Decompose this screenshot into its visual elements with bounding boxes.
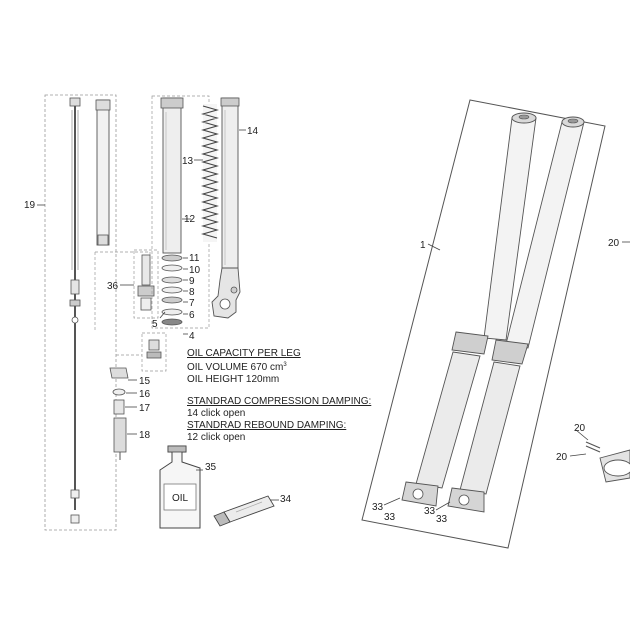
dashed-group-outline-19 — [44, 94, 117, 531]
callout-13: 13 — [182, 156, 194, 167]
callout-33c: 33 — [424, 506, 436, 517]
rebound-damping-title: STANDRAD REBOUND DAMPING: — [187, 420, 346, 431]
callout-12: 12 — [184, 214, 196, 225]
callout-34: 34 — [280, 494, 292, 505]
fork-pair-outline — [361, 99, 606, 549]
oil-bottle: OIL 35 — [159, 445, 217, 529]
callout-33a: 33 — [372, 502, 384, 513]
callout-20b: 20 — [574, 423, 586, 434]
callout-1: 1 — [420, 240, 426, 251]
cartridge-tube — [96, 99, 110, 246]
inner-slider-tube: 14 — [211, 97, 259, 319]
callout-5: 5 — [152, 319, 158, 330]
rebound-valve-group — [116, 332, 167, 372]
callout-9: 9 — [189, 276, 195, 287]
callout-15: 15 — [139, 376, 151, 387]
callout-10: 10 — [189, 265, 201, 276]
callout-8: 8 — [189, 287, 195, 298]
lower-damper-parts: 15 16 17 18 — [109, 367, 151, 460]
triple-clamp-fragment: 20 20 20 — [556, 238, 630, 483]
callout-18: 18 — [139, 430, 151, 441]
oil-height: OIL HEIGHT 120mm — [187, 374, 279, 385]
spec-notes: OIL CAPACITY PER LEG OIL VOLUME 670 cm3 … — [187, 348, 371, 443]
cartridge-rod-assembly: 19 — [24, 94, 117, 531]
callout-4: 4 — [189, 331, 195, 342]
callout-20c: 20 — [556, 452, 568, 463]
callout-33b: 33 — [384, 512, 396, 523]
callout-19: 19 — [24, 200, 36, 211]
oil-volume: OIL VOLUME 670 cm3 — [187, 362, 287, 373]
inner-fork-tube-group: 12 11 10 9 8 7 6 5 4 — [151, 95, 210, 342]
callout-14: 14 — [247, 126, 259, 137]
rebound-damping-value: 12 click open — [187, 432, 245, 443]
callout-20a: 20 — [608, 238, 620, 249]
bottle-label: OIL — [172, 493, 189, 504]
compression-damping-title: STANDRAD COMPRESSION DAMPING: — [187, 396, 371, 407]
compression-damping-value: 14 click open — [187, 408, 245, 419]
callout-11: 11 — [189, 253, 200, 264]
grease-tube: 34 — [213, 494, 292, 527]
fork-spring: 13 — [182, 104, 220, 242]
oil-capacity-title: OIL CAPACITY PER LEG — [187, 348, 301, 359]
callout-7: 7 — [189, 298, 195, 309]
callout-36: 36 — [107, 281, 119, 292]
callout-35: 35 — [205, 462, 217, 473]
callout-6: 6 — [189, 310, 195, 321]
callout-17: 17 — [139, 403, 151, 414]
assembled-fork-pair: 1 33 33 33 33 — [361, 99, 606, 549]
callout-16: 16 — [139, 389, 151, 400]
callout-33d: 33 — [436, 514, 448, 525]
compression-valve-assembly: 36 — [107, 249, 159, 319]
